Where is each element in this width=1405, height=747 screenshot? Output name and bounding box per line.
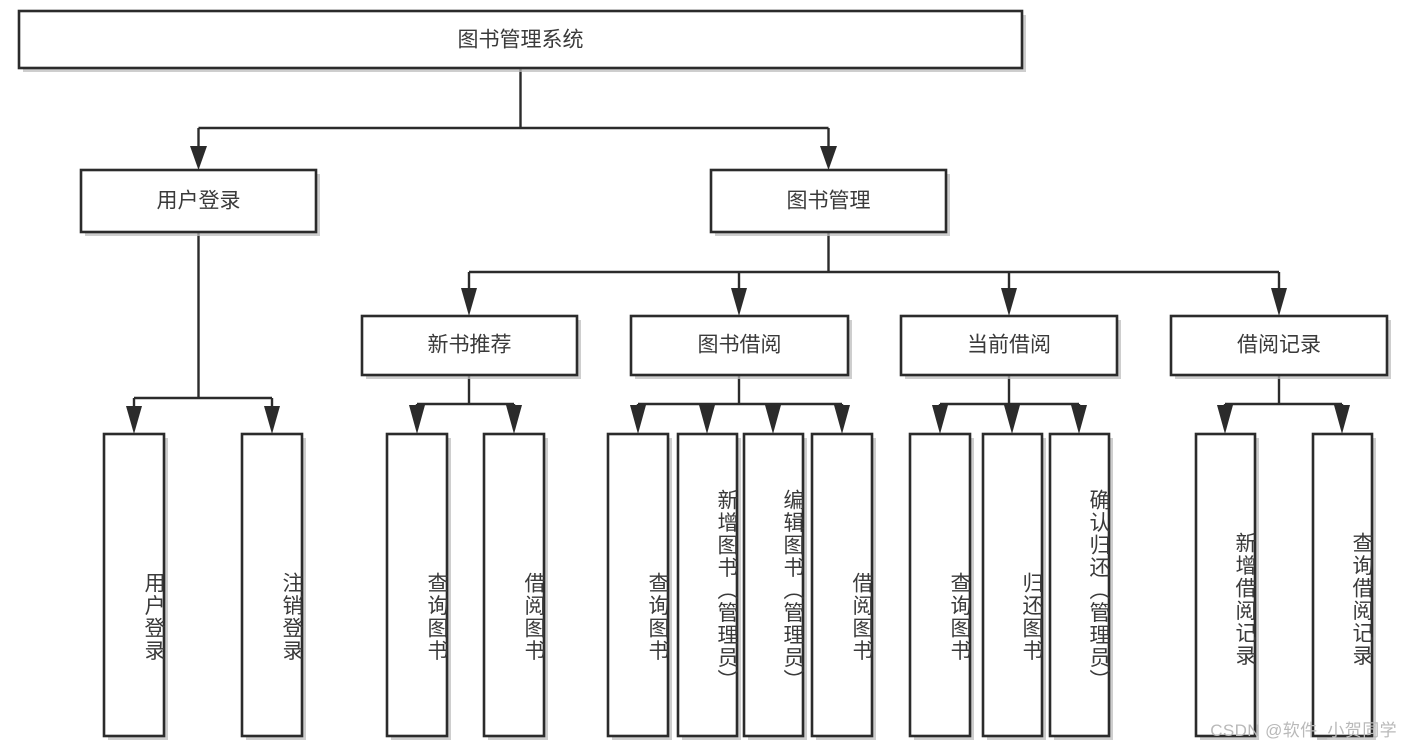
node-borrow-record[interactable]: 借阅记录: [1169, 314, 1391, 379]
borrow-record-label: 借阅记录: [1237, 334, 1321, 357]
node-book-borrow[interactable]: 图书借阅: [629, 314, 852, 379]
leaf-boxes: [102, 432, 1376, 740]
leaf-box-query-borrow-record[interactable]: [1311, 432, 1374, 738]
leaf-box-add-book-admin[interactable]: [676, 432, 739, 738]
node-user-login[interactable]: 用户登录: [79, 168, 320, 236]
book-borrow-label: 图书借阅: [698, 334, 782, 357]
leaf-box-query-book-borrow[interactable]: [606, 432, 670, 738]
arrowhead-book-borrow: [731, 288, 747, 316]
arrowhead-leaf-query-book-current: [932, 405, 948, 434]
borrow-record-box[interactable]: [1169, 314, 1389, 377]
node-book-manage[interactable]: 图书管理: [709, 168, 950, 236]
leaf-box-query-book-recommend[interactable]: [385, 432, 449, 738]
node-new-book-recommend[interactable]: 新书推荐: [360, 314, 581, 379]
arrowhead-leaf-query-borrow-record: [1334, 405, 1350, 434]
arrowhead-current-borrow: [1001, 288, 1017, 316]
leaf-box-logout-login[interactable]: [240, 432, 304, 738]
leaf-box-query-book-current[interactable]: [908, 432, 972, 738]
watermark-text: CSDN @软件_小贺同学: [1210, 721, 1397, 740]
book-manage-box[interactable]: [709, 168, 948, 234]
book-manage-label: 图书管理: [787, 190, 871, 213]
connector-layer: [126, 68, 1350, 434]
arrowhead-leaf-edit-book-admin: [765, 405, 781, 434]
leaf-box-confirm-return-admin[interactable]: [1048, 432, 1111, 738]
arrowhead-leaf-return-book: [1004, 405, 1020, 434]
node-current-borrow[interactable]: 当前借阅: [899, 314, 1121, 379]
leaf-box-borrow-book[interactable]: [810, 432, 874, 738]
current-borrow-box[interactable]: [899, 314, 1119, 377]
arrowhead-book-manage: [820, 146, 837, 170]
leaf-box-return-book[interactable]: [981, 432, 1044, 738]
new-book-recommend-box[interactable]: [360, 314, 579, 377]
arrowhead-leaf-query-book-borrow: [630, 405, 646, 434]
leaf-box-user-login[interactable]: [102, 432, 166, 738]
root-label: 图书管理系统: [458, 29, 584, 52]
book-borrow-box[interactable]: [629, 314, 850, 377]
arrowhead-leaf-confirm-return-admin: [1071, 405, 1087, 434]
arrowhead-leaf-add-book-admin: [699, 405, 715, 434]
arrowhead-leaf-borrow-book-recommend: [506, 405, 522, 434]
arrowhead-leaf-query-book-recommend: [409, 405, 425, 434]
arrowhead-leaf-borrow-book: [834, 405, 850, 434]
arrowhead-user-login: [190, 146, 207, 170]
arrowhead-borrow-record: [1271, 288, 1287, 316]
arrowhead-leaf-add-borrow-record: [1217, 405, 1233, 434]
leaf-box-edit-book-admin[interactable]: [742, 432, 805, 738]
user-login-label: 用户登录: [157, 190, 241, 213]
user-login-box[interactable]: [79, 168, 318, 234]
root-box[interactable]: [17, 9, 1024, 70]
arrowhead-leaf-user-login: [126, 406, 142, 434]
node-root[interactable]: 图书管理系统: [17, 9, 1026, 72]
node-layer: 图书管理系统 用户登录 图书管理 新书推荐: [17, 9, 1391, 740]
leaf-box-borrow-book-recommend[interactable]: [482, 432, 546, 738]
arrowhead-leaf-logout-login: [264, 406, 280, 434]
current-borrow-label: 当前借阅: [967, 334, 1051, 357]
new-book-recommend-label: 新书推荐: [428, 334, 512, 357]
leaf-box-add-borrow-record[interactable]: [1194, 432, 1257, 738]
arrowhead-new-book-recommend: [461, 288, 477, 316]
